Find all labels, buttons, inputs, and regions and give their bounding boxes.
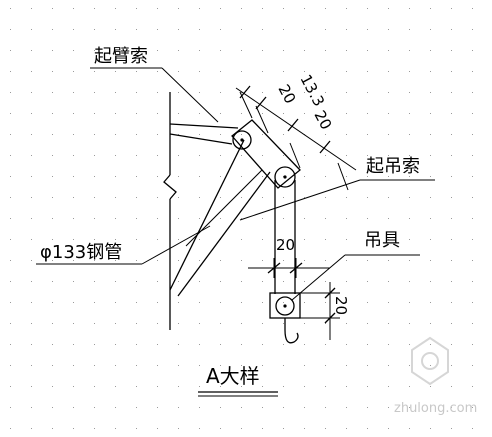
diagonal-dimension: [235, 85, 357, 191]
watermark-logo: [411, 336, 449, 386]
dim-13-3: 13.3: [296, 71, 328, 109]
rigging-block: [269, 292, 301, 344]
dim-20-diag-b: 20: [310, 107, 335, 132]
boom-cable-lines: [169, 123, 239, 145]
label-boom-cable: 起臂索: [94, 46, 148, 67]
title-text: A大样: [206, 364, 260, 388]
pipe-head-plate: [231, 119, 301, 189]
label-hoist-cable: 起吊索: [366, 156, 420, 177]
leader-lines: [36, 67, 435, 301]
label-rigging: 吊具: [364, 230, 400, 251]
dim-20-diag-a: 20: [274, 81, 299, 106]
horizontal-dimension: [248, 258, 330, 278]
wall-line: [163, 92, 177, 330]
top-pulley: [232, 130, 252, 150]
lower-pulley: [274, 166, 296, 188]
detail-title: A大样: [198, 364, 278, 397]
watermark-text: zhulong.com: [394, 401, 477, 416]
vertical-dimension: [300, 282, 340, 340]
steel-pipe: [169, 139, 271, 297]
label-steel-pipe: φ133钢管: [40, 242, 122, 263]
hoist-cable-lines: [274, 180, 296, 294]
dot-grid: [10, 8, 473, 429]
dim-20-horizontal: 20: [276, 236, 295, 254]
dim-20-vertical: 20: [332, 296, 350, 315]
